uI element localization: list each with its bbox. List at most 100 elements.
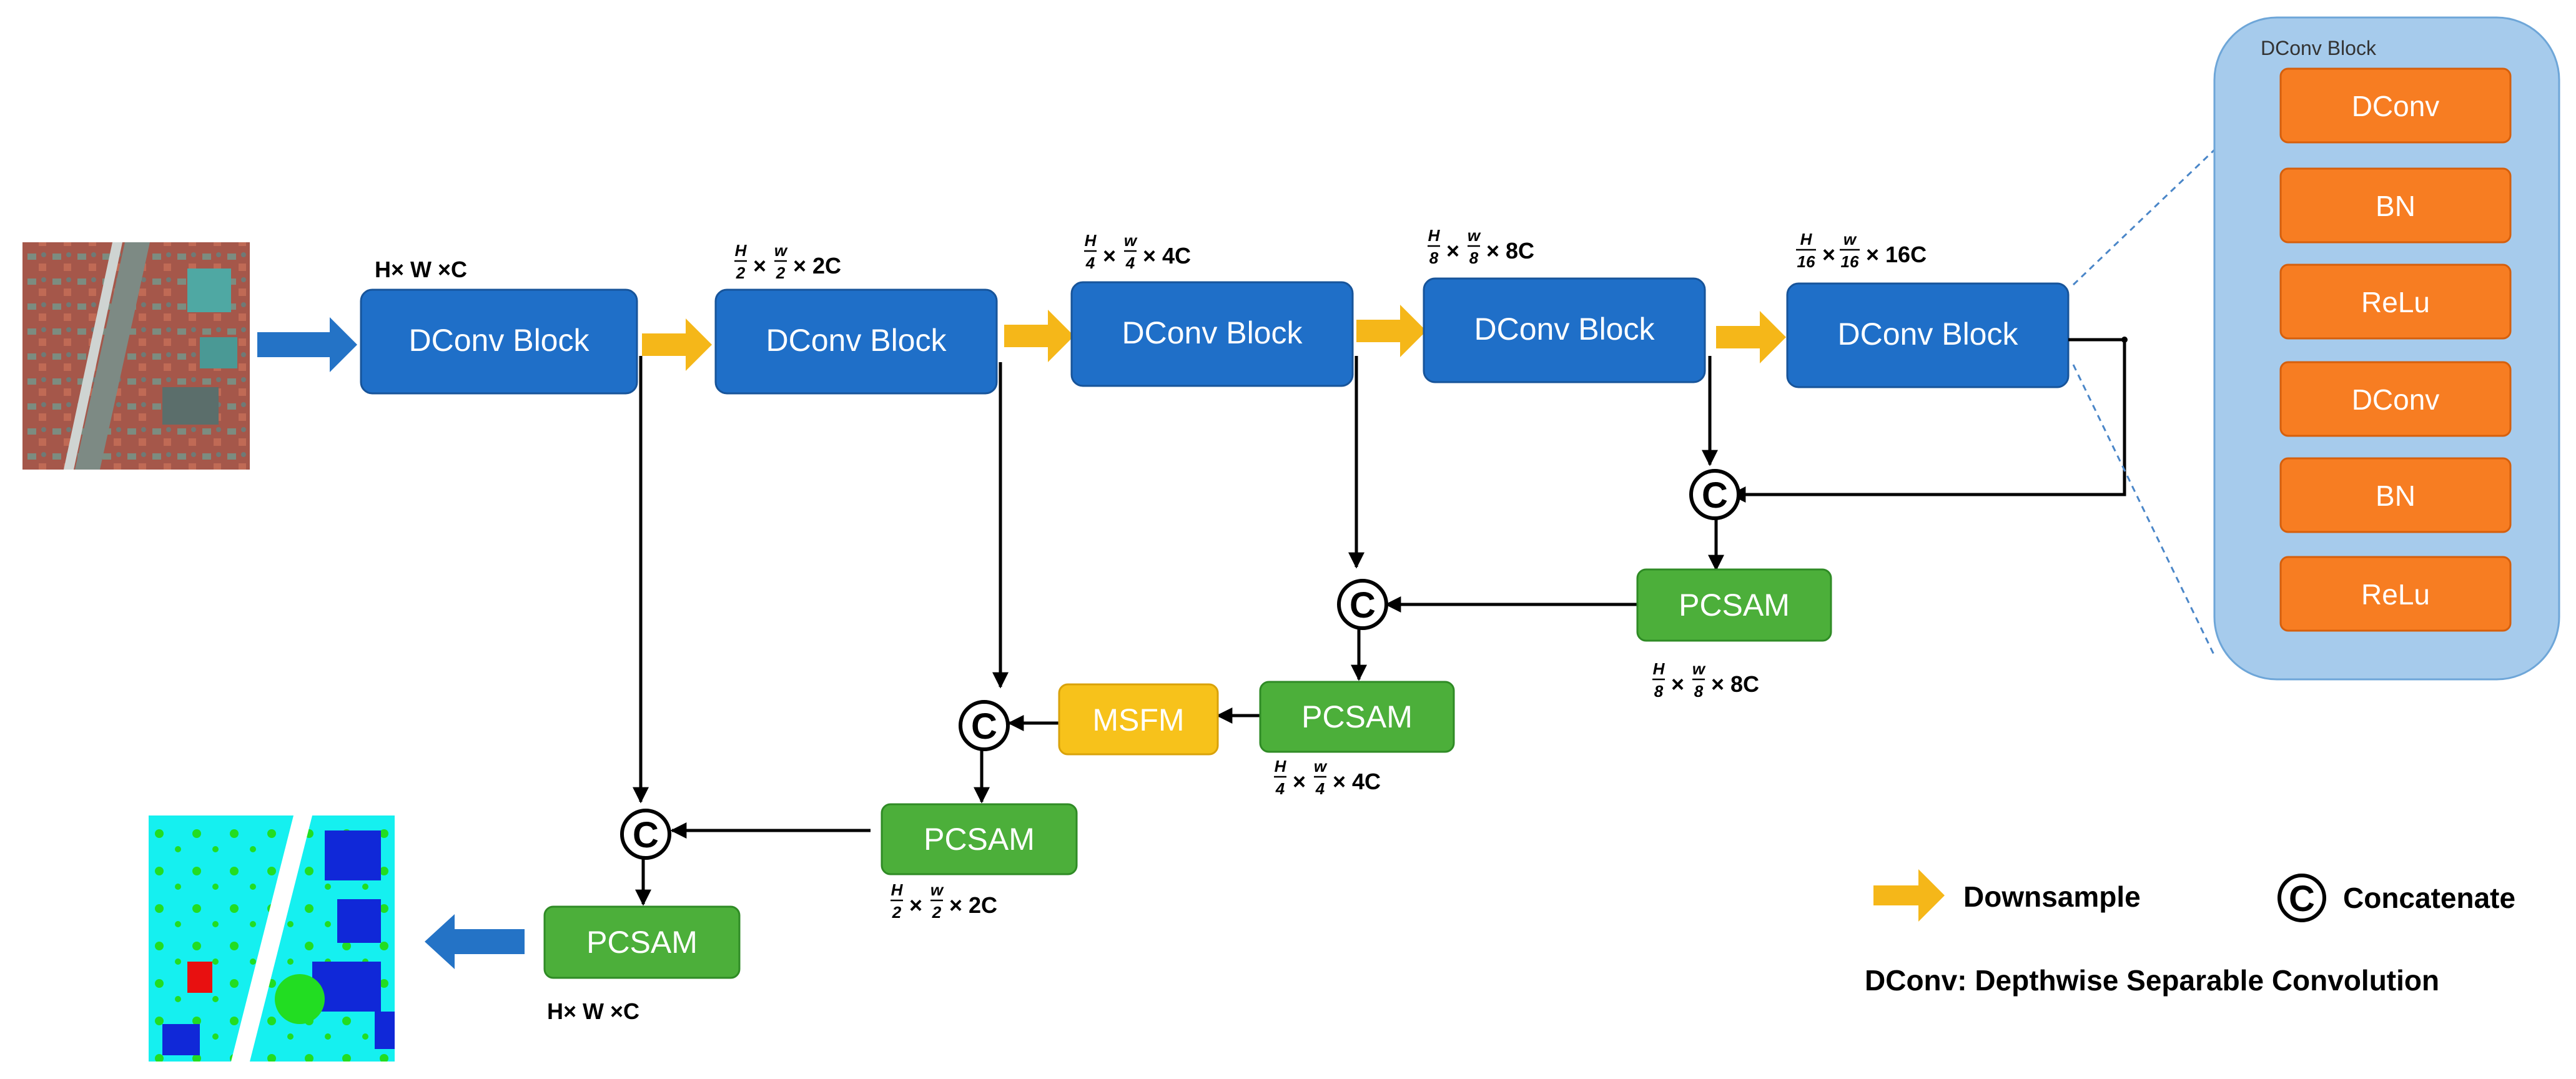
dim-5-times: ×	[1822, 242, 1835, 267]
legend-concat-symbol: C	[2289, 879, 2315, 919]
dim-label-decoder-3: H 4 × w 4 × 4C	[1274, 757, 1381, 798]
legend-downsample-label: Downsample	[1963, 880, 2141, 913]
dim-5-w-den: 16	[1841, 252, 1859, 271]
dconv-block-2: DConv Block	[714, 288, 998, 395]
panel-layer-3-label: ReLu	[2361, 286, 2430, 318]
panel-layer-3: ReLu	[2279, 264, 2512, 340]
output-segmentation-image	[149, 815, 395, 1062]
junction-dot	[2121, 337, 2128, 343]
dim-3-times: ×	[1103, 243, 1116, 269]
downsample-arrow-2	[1004, 310, 1074, 362]
dim-3-w: w	[1124, 231, 1138, 250]
pcsam-block-2: PCSAM	[881, 803, 1078, 875]
dim-5-suffix: × 16C	[1866, 242, 1927, 267]
panel-layer-6-label: ReLu	[2361, 578, 2430, 611]
dim-4-h: H	[1428, 226, 1441, 245]
dim-4-w: w	[1468, 226, 1481, 245]
dim-d4-w: w	[1692, 659, 1706, 678]
dim-d3-w: w	[1314, 757, 1328, 776]
downsample-arrow-1	[642, 318, 712, 371]
legend: Downsample C Concatenate DConv: Depthwis…	[1865, 869, 2515, 997]
dim-3-h-den: 4	[1085, 254, 1095, 272]
pcsam-block-1: PCSAM	[543, 905, 741, 979]
dim-d3-h-den: 4	[1275, 779, 1285, 798]
pcsam-block-2-label: PCSAM	[924, 822, 1035, 857]
dconv-block-3: DConv Block	[1070, 281, 1354, 387]
dim-d2-suffix: × 2C	[949, 892, 997, 918]
dim-label-decoder-2: H 2 × w 2 × 2C	[891, 880, 997, 922]
dim-4-h-den: 8	[1429, 249, 1439, 267]
dconv-block-4: DConv Block	[1423, 277, 1706, 383]
dim-label-5: H 16 × w 16 × 16C	[1796, 230, 1927, 271]
dim-d3-h: H	[1275, 757, 1287, 776]
dim-2-w: w	[774, 241, 788, 260]
concat-node-1-symbol: C	[633, 815, 659, 855]
input-image	[22, 242, 250, 470]
downsample-arrows	[642, 305, 1786, 371]
dconv-block-2-label: DConv Block	[766, 323, 947, 358]
pcsam-block-1-label: PCSAM	[586, 925, 698, 960]
dim-3-h: H	[1085, 231, 1097, 250]
panel-layer-5-label: BN	[2376, 480, 2416, 512]
dim-d2-h-den: 2	[892, 903, 902, 922]
concat-node-3: C	[1337, 579, 1388, 630]
dim-5-h: H	[1800, 230, 1813, 249]
dim-d4-suffix: × 8C	[1711, 671, 1759, 697]
downsample-arrow-3	[1356, 305, 1426, 357]
panel-layer-5: BN	[2279, 457, 2512, 533]
dim-d2-times: ×	[909, 892, 922, 918]
panel-layer-1: DConv	[2279, 67, 2512, 144]
dim-label-1: H× W ×C	[375, 257, 467, 282]
dim-5-h-den: 16	[1797, 252, 1815, 271]
dim-label-2: H 2 × w 2 × 2C	[734, 241, 841, 282]
dim-5-w: w	[1843, 230, 1857, 249]
dconv-block-5: DConv Block	[1786, 282, 2070, 388]
dconv-block-4-label: DConv Block	[1474, 312, 1656, 347]
pcsam-block-3-label: PCSAM	[1301, 699, 1413, 734]
dim-d3-times: ×	[1293, 769, 1306, 794]
panel-layer-6: ReLu	[2279, 556, 2512, 632]
legend-concatenate-label: Concatenate	[2343, 882, 2515, 914]
dim-d4-h-den: 8	[1654, 682, 1664, 701]
concat-node-4: C	[1689, 469, 1740, 520]
legend-concatenate-icon: C	[2277, 874, 2326, 922]
pcsam-block-4-label: PCSAM	[1679, 588, 1790, 623]
dim-d2-w-den: 2	[932, 903, 942, 922]
dconv-block-1-label: DConv Block	[409, 323, 590, 358]
legend-downsample-arrow	[1873, 869, 1945, 922]
panel-layer-2-label: BN	[2376, 190, 2416, 222]
dconv-panel-title: DConv Block	[2261, 37, 2377, 59]
pcsam-block-4: PCSAM	[1636, 568, 1832, 642]
dim-d4-times: ×	[1671, 671, 1684, 697]
dconv-detail-panel: DConv Block DConv BN ReLu DConv BN ReLu	[2072, 16, 2560, 681]
dim-d2-h: H	[891, 880, 904, 899]
panel-layer-2: BN	[2279, 167, 2512, 244]
dim-d3-suffix: × 4C	[1333, 769, 1381, 794]
concat-node-4-symbol: C	[1702, 475, 1728, 516]
dim-4-suffix: × 8C	[1486, 238, 1534, 264]
panel-layer-4-label: DConv	[2352, 383, 2440, 416]
dim-d3-w-den: 4	[1315, 779, 1325, 798]
dim-label-4: H 8 × w 8 × 8C	[1428, 226, 1534, 267]
output-arrow	[425, 914, 525, 969]
connections	[633, 338, 2126, 906]
concat-node-1: C	[620, 809, 671, 860]
dim-label-decoder-4: H 8 × w 8 × 8C	[1652, 659, 1759, 701]
input-arrow	[257, 317, 357, 372]
msfm-block-label: MSFM	[1092, 702, 1184, 737]
dim-2-suffix: × 2C	[793, 253, 841, 278]
panel-layer-1-label: DConv	[2352, 90, 2440, 122]
msfm-block: MSFM	[1058, 683, 1219, 756]
concat-node-2-symbol: C	[971, 706, 997, 747]
dim-d4-w-den: 8	[1694, 682, 1704, 701]
pcsam-block-3: PCSAM	[1259, 681, 1455, 753]
downsample-arrow-4	[1716, 311, 1786, 363]
dim-2-h: H	[735, 241, 748, 260]
legend-note: DConv: Depthwise Separable Convolution	[1865, 964, 2439, 997]
dim-label-3: H 4 × w 4 × 4C	[1084, 231, 1191, 272]
concat-node-3-symbol: C	[1350, 585, 1376, 626]
dim-2-w-den: 2	[776, 264, 786, 282]
dim-2-times: ×	[753, 253, 766, 278]
dconv-block-5-label: DConv Block	[1838, 317, 2019, 352]
